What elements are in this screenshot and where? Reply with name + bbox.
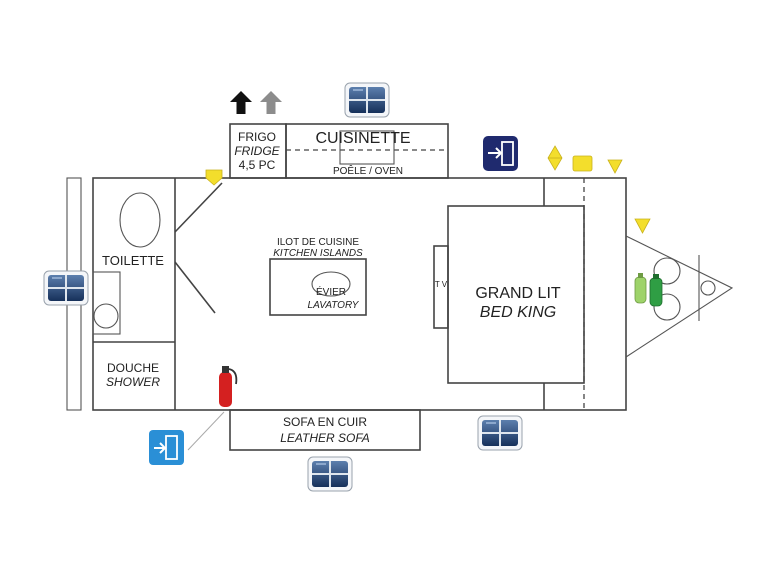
sofa-label-en: LEATHER SOFA [280, 431, 370, 445]
bed-label-fr: GRAND LIT [475, 285, 561, 302]
entry-door-icon [483, 136, 518, 171]
propane-tank-icon [634, 273, 663, 307]
oven-label: POÊLE / OVEN [333, 164, 403, 177]
arrow-up-icon [230, 91, 252, 114]
sink-label-en: LAVATORY [308, 300, 360, 311]
bathroom-walls [93, 178, 223, 410]
stove-top [339, 130, 395, 165]
exit-leader-line [187, 411, 225, 451]
kitchenette-counter [285, 123, 449, 179]
sofa-label-fr: SOFA EN CUIR [283, 415, 367, 429]
yellow-marker-icon [205, 169, 223, 186]
tv-label: T V [435, 280, 448, 289]
window-icon [43, 270, 89, 306]
shower-label-en: SHOWER [106, 375, 160, 389]
fridge-label-en: FRIDGE [234, 144, 280, 158]
island-sink [311, 271, 351, 297]
bathroom-vanity [92, 271, 121, 335]
yellow-marker-icon [547, 145, 563, 171]
window-icon [344, 82, 390, 118]
exit-door-icon [149, 430, 184, 465]
kitchenette-label: CUISINETTE [315, 130, 410, 147]
fridge-label-fr: FRIGO [238, 130, 276, 144]
bathroom-sink [93, 303, 119, 329]
bed-label-en: BED KING [480, 304, 556, 321]
shower-label-fr: DOUCHE [107, 361, 159, 375]
kitchen-island [269, 258, 367, 316]
sink-label-fr: ÉVIER [316, 285, 346, 298]
toilet-fixture [119, 192, 161, 248]
king-bed [447, 205, 585, 384]
toilet-label: TOILETTE [102, 253, 164, 268]
fire-extinguisher-icon [219, 366, 238, 407]
fridge-size: 4,5 PC [239, 158, 276, 172]
window-icon [307, 456, 353, 492]
yellow-marker-icon [607, 159, 623, 174]
island-label-fr: ILOT DE CUISINE [277, 237, 359, 248]
leather-sofa [229, 409, 421, 451]
yellow-marker-icon [572, 155, 593, 172]
yellow-marker-icon [634, 218, 651, 234]
trailer-tongue [625, 235, 734, 358]
island-label-en: KITCHEN ISLANDS [273, 248, 363, 259]
arrow-up-icon [260, 91, 282, 114]
window-icon [477, 415, 523, 451]
